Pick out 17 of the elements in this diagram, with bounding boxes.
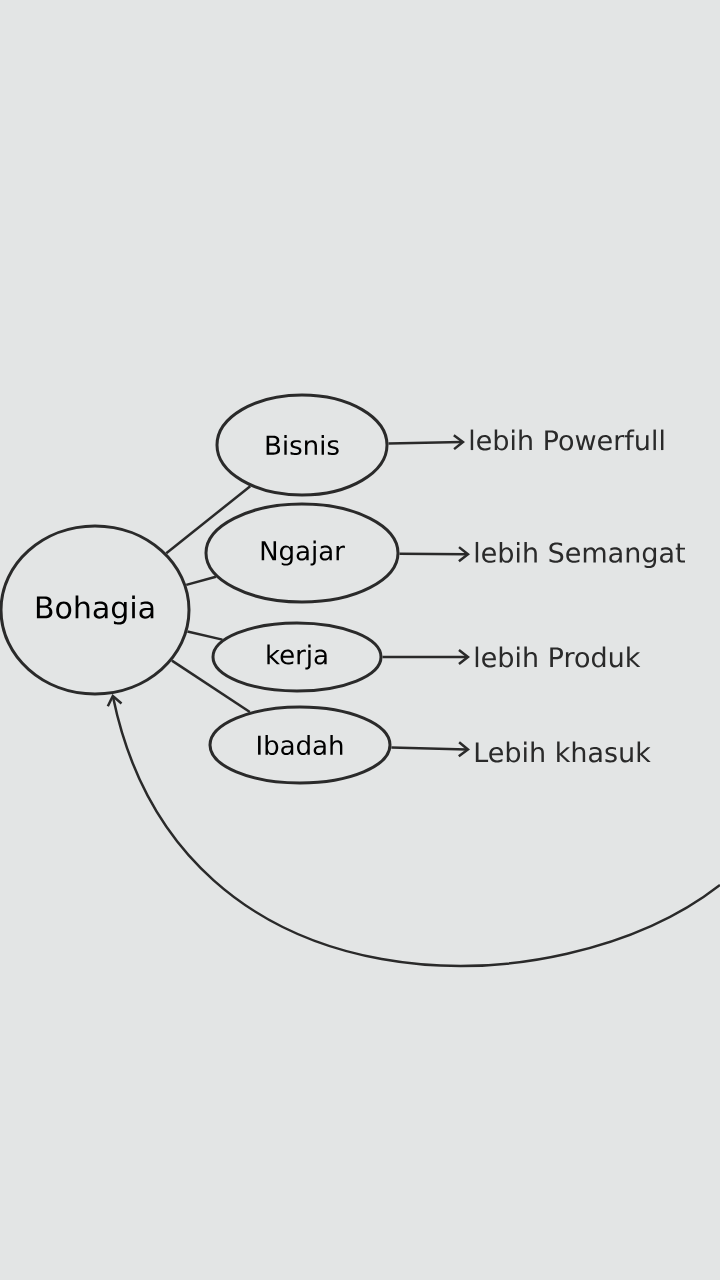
ellipse-node: kerja: [211, 621, 383, 693]
connector-line: [171, 659, 251, 713]
result-text: lebih Produk: [475, 646, 641, 668]
connector-line: [165, 485, 251, 555]
connector-line: [187, 630, 223, 641]
result-text: Lebih khasuk: [475, 741, 651, 763]
result-text: lebih Powerfull: [470, 429, 664, 451]
arrow: [391, 741, 470, 758]
arrow: [382, 649, 470, 665]
arrow: [399, 546, 470, 563]
result-text: lebih Semangat: [475, 541, 685, 569]
ellipse-node: Ibadah: [208, 705, 392, 785]
arrow: [388, 434, 465, 451]
ellipse-node: Ngajar: [204, 502, 400, 604]
ellipse-node: Bisnis: [215, 393, 389, 497]
curved-arrow: [106, 694, 720, 967]
connector-line: [185, 575, 217, 587]
